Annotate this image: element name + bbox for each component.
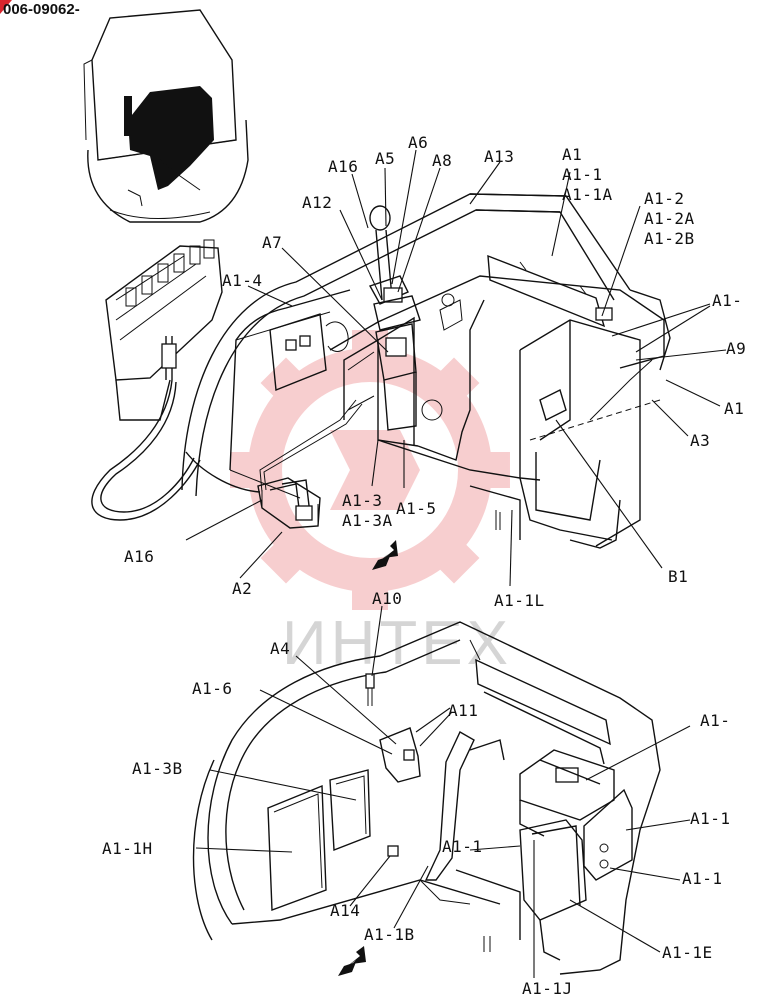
label-a2: A2	[232, 579, 252, 598]
lower-view	[192, 605, 691, 978]
direction-arrow-icon	[374, 540, 398, 566]
label-a16-bottom: A16	[124, 547, 154, 566]
label-a1-6: A1-6	[192, 679, 233, 698]
label-a5: A5	[375, 149, 395, 168]
label-a8: A8	[432, 151, 452, 170]
upper-labels: A16 A5 A6 A8 A13 A1 A1-1 A1-1A A1-2 A1-2…	[124, 133, 746, 610]
label-a1: A1	[562, 145, 582, 164]
label-a1-1a: A1-1A	[562, 185, 613, 204]
corner-badge-icon	[0, 0, 12, 14]
label-a1-3b: A1-3B	[132, 759, 183, 778]
label-a16-top: A16	[328, 157, 358, 176]
label-a1-3a: A1-3A	[342, 511, 393, 530]
lower-labels: A10 A4 A1-6 A11 A1- A1-3B A1-1H A1-1 A1-…	[102, 589, 731, 998]
header: 006-09062-	[0, 0, 80, 18]
upper-leader-lines	[185, 149, 727, 587]
upper-view	[91, 149, 727, 587]
label-a1-4: A1-4	[222, 271, 263, 290]
label-a1-mid: A1-1	[442, 837, 483, 856]
label-a12: A12	[302, 193, 332, 212]
label-a11: A11	[448, 701, 478, 720]
label-a1-right: A1-	[712, 291, 742, 310]
label-a1-top-right: A1-	[700, 711, 730, 730]
label-a9: A9	[726, 339, 746, 358]
label-a1-2b: A1-2B	[644, 229, 695, 248]
label-a3: A3	[690, 431, 710, 450]
label-a7: A7	[262, 233, 282, 252]
drawing-number: 006-09062-	[3, 1, 80, 18]
label-a14: A14	[330, 901, 360, 920]
label-a6: A6	[408, 133, 428, 152]
lever-assembly	[368, 205, 421, 331]
label-a1-r2: A1-1	[682, 869, 723, 888]
label-a4: A4	[270, 639, 290, 658]
label-a1-1j: A1-1J	[522, 979, 573, 998]
label-a1-1l: A1-1L	[494, 591, 545, 610]
pedal-cluster	[257, 477, 321, 529]
label-a13: A13	[484, 147, 514, 166]
direction-arrow-lower-icon	[340, 946, 366, 972]
control-valve	[105, 239, 223, 421]
label-b1: B1	[668, 567, 688, 586]
label-a1-5: A1-5	[396, 499, 437, 518]
label-a1-1h: A1-1H	[102, 839, 153, 858]
label-a1-1: A1-1	[562, 165, 603, 184]
label-a1-2: A1-2	[644, 189, 685, 208]
label-a1-2a: A1-2A	[644, 209, 695, 228]
label-a1-1e: A1-1E	[662, 943, 713, 962]
label-a1-3: A1-3	[342, 491, 383, 510]
label-a1-1b: A1-1B	[364, 925, 415, 944]
label-a1-edge: A1	[724, 399, 744, 418]
watermark-text: ИНТЕХ	[282, 609, 512, 678]
lower-leader-lines	[195, 605, 691, 978]
label-a1-r1: A1-1	[690, 809, 731, 828]
machine-cab-inset	[83, 9, 249, 223]
label-a10: A10	[372, 589, 402, 608]
